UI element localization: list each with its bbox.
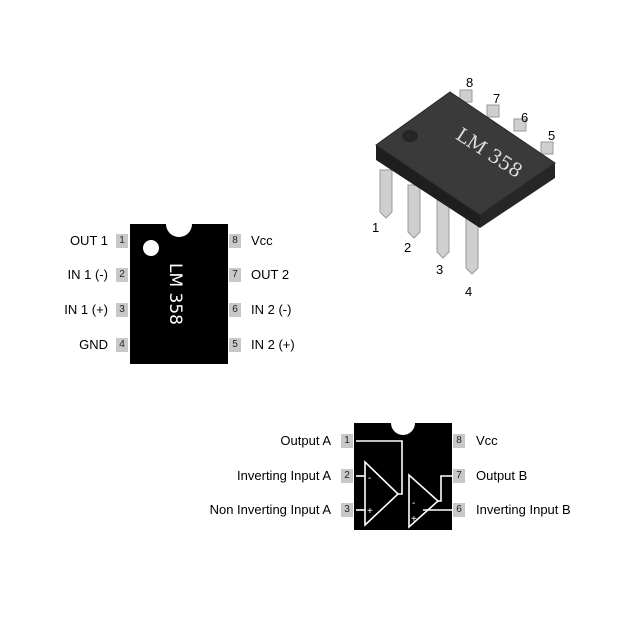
photo-body-front [480, 163, 555, 228]
opamp-b-minus-sign: - [412, 498, 415, 509]
photo-pin-num-3: 3 [436, 262, 443, 277]
pinout-pin-2: 2 [116, 268, 128, 282]
photo-pin-num-5: 5 [548, 128, 555, 143]
photo-pin-num-6: 6 [521, 110, 528, 125]
opamp-b-triangle [408, 473, 440, 529]
opamp-a-minus-sign: - [368, 473, 371, 484]
opamp-b-plus-sign: + [411, 514, 417, 525]
pinout-label-7: OUT 2 [251, 267, 290, 282]
photo-pin-num-8: 8 [466, 75, 473, 90]
schematic-label-1: Output A [280, 433, 331, 448]
schematic-label-3: Non Inverting Input A [209, 502, 331, 517]
pinout-label-2: IN 1 (-) [67, 267, 108, 282]
pinout-label-8: Vcc [251, 233, 273, 248]
photo-pin-num-7: 7 [493, 91, 500, 106]
photo-pin-num-4: 4 [465, 284, 472, 299]
pinout-label-6: IN 2 (-) [251, 302, 292, 317]
schematic-pin-2: 2 [341, 469, 353, 483]
photo-notch-dot [402, 130, 418, 142]
pinout-pin-5: 5 [229, 338, 241, 352]
photo-pin-num-2: 2 [404, 240, 411, 255]
photo-leg-5 [540, 141, 554, 155]
schematic-label-7: Output B [476, 468, 528, 483]
pinout-pin-4: 4 [116, 338, 128, 352]
pinout-label-5: IN 2 (+) [251, 337, 295, 352]
schematic-pin-7: 7 [453, 469, 465, 483]
schematic-pin-1: 1 [341, 434, 353, 448]
photo-body-side [376, 145, 480, 228]
pinout-pin-7: 7 [229, 268, 241, 282]
photo-leg-1 [379, 169, 393, 219]
pinout-pin-6: 6 [229, 303, 241, 317]
photo-pin-num-1: 1 [372, 220, 379, 235]
schematic-pin-8: 8 [453, 434, 465, 448]
pinout-label-3: IN 1 (+) [64, 302, 108, 317]
schematic-pin-6: 6 [453, 503, 465, 517]
photo-leg-6 [513, 118, 527, 132]
photo-leg-8 [459, 89, 473, 103]
pinout-label-1: OUT 1 [69, 233, 108, 248]
photo-leg-7 [486, 104, 500, 118]
pinout-pin-1: 1 [116, 234, 128, 248]
pinout-pin-3: 3 [116, 303, 128, 317]
pinout-notch [166, 224, 192, 237]
opamp-a-triangle [364, 460, 400, 527]
photo-body-top [375, 91, 556, 216]
schematic-label-6: Inverting Input B [476, 502, 571, 517]
opamp-b-out-wire [438, 475, 452, 502]
schematic-label-2: Inverting Input A [237, 468, 331, 483]
pinout-label-4: GND [79, 337, 108, 352]
pinout-pin1-dot [143, 240, 159, 256]
opamp-a-plus-sign: + [367, 506, 373, 517]
schematic-notch [391, 423, 415, 435]
pinout-pin-8: 8 [229, 234, 241, 248]
opamp-a-out-wire [356, 440, 403, 495]
pinout-marking: LM 358 [165, 263, 185, 325]
schematic-label-8: Vcc [476, 433, 498, 448]
schematic-pin-3: 3 [341, 503, 353, 517]
